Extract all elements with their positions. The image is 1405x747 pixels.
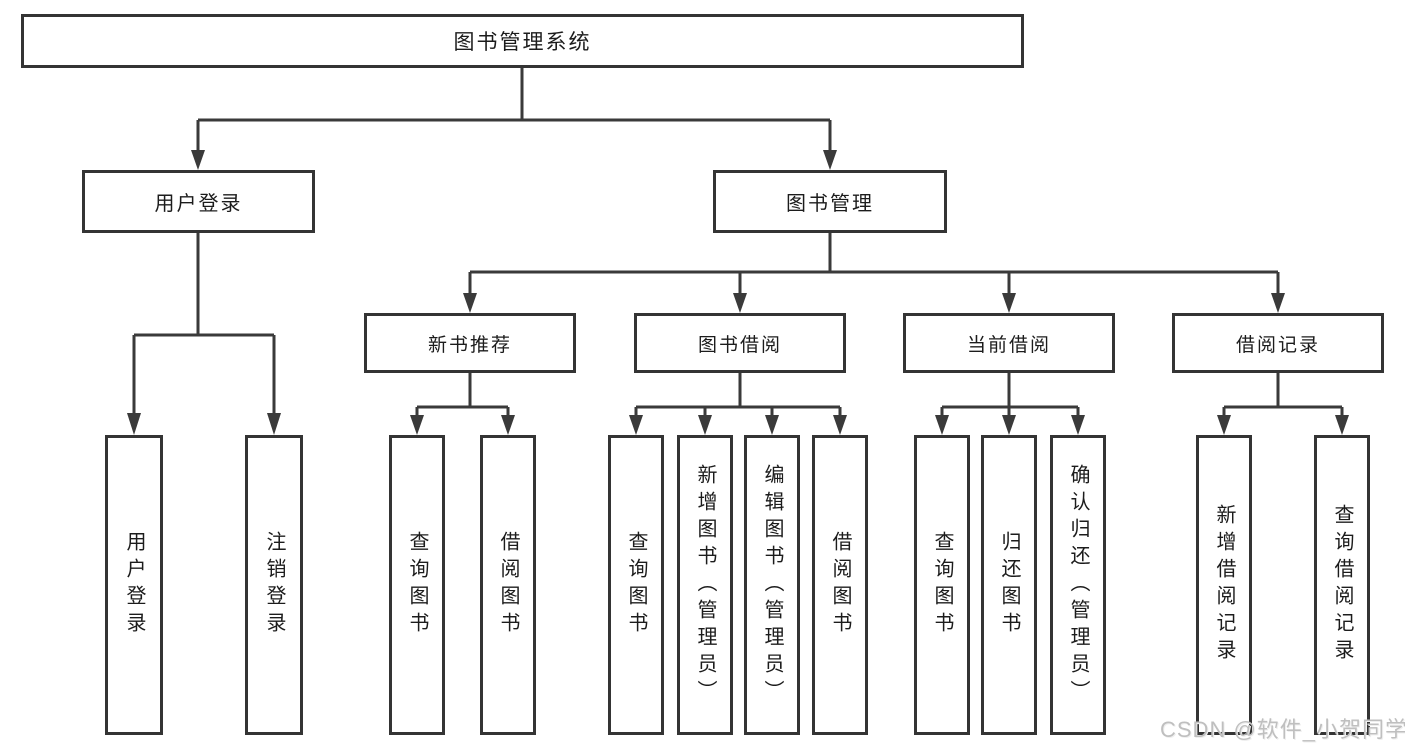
leaf-borrow-book-1: 借阅图书: [480, 435, 536, 735]
node-book-borrow: 图书借阅: [634, 313, 846, 373]
leaf-label: 新增借阅记录: [1213, 504, 1235, 666]
leaf-query-book-3: 查询图书: [914, 435, 970, 735]
connector-current-borrow-to-leaves: [935, 373, 1085, 435]
leaf-label: 查询图书: [625, 531, 647, 639]
node-label: 当前借阅: [966, 334, 1051, 356]
leaf-query-book-1: 查询图书: [389, 435, 445, 735]
leaf-query-borrow-record: 查询借阅记录: [1314, 435, 1370, 735]
leaf-add-borrow-record: 新增借阅记录: [1196, 435, 1252, 735]
leaf-label: 查询图书: [931, 531, 953, 639]
node-user-login-branch: 用户登录: [82, 170, 315, 233]
leaf-label: 确认归还（管理员）: [1067, 463, 1089, 707]
csdn-watermark: CSDN @软件_小贺同学: [1160, 717, 1405, 742]
leaf-user-login: 用户登录: [105, 435, 163, 735]
node-book-management-branch: 图书管理: [713, 170, 947, 233]
leaf-label: 借阅图书: [497, 531, 519, 639]
node-label: 图书管理: [786, 193, 874, 215]
node-library-management-system: 图书管理系统: [21, 14, 1024, 68]
leaf-return-book: 归还图书: [981, 435, 1037, 735]
leaf-logout: 注销登录: [245, 435, 303, 735]
connector-book-management-to-level3: [463, 233, 1285, 313]
connector-root-to-level2: [191, 68, 837, 170]
connector-book-borrow-to-leaves: [629, 373, 847, 435]
node-current-borrow: 当前借阅: [903, 313, 1115, 373]
leaf-label: 查询借阅记录: [1331, 504, 1353, 666]
leaf-confirm-return-admin: 确认归还（管理员）: [1050, 435, 1106, 735]
leaf-label: 编辑图书（管理员）: [761, 463, 783, 707]
leaf-label: 用户登录: [123, 531, 145, 639]
leaf-edit-book-admin: 编辑图书（管理员）: [744, 435, 800, 735]
connector-borrow-record-to-leaves: [1217, 373, 1349, 435]
node-label: 图书管理系统: [453, 31, 592, 54]
node-borrow-record: 借阅记录: [1172, 313, 1384, 373]
node-new-book-recommend: 新书推荐: [364, 313, 576, 373]
node-label: 新书推荐: [427, 334, 512, 356]
node-label: 借阅记录: [1235, 334, 1320, 356]
leaf-label: 新增图书（管理员）: [694, 463, 716, 707]
leaf-label: 借阅图书: [829, 531, 851, 639]
connector-new-book-to-leaves: [410, 373, 515, 435]
leaf-borrow-book-2: 借阅图书: [812, 435, 868, 735]
leaf-query-book-2: 查询图书: [608, 435, 664, 735]
leaf-label: 归还图书: [998, 531, 1020, 639]
connector-user-login-to-leaves: [127, 233, 281, 435]
leaf-label: 查询图书: [406, 531, 428, 639]
leaf-add-book-admin: 新增图书（管理员）: [677, 435, 733, 735]
leaf-label: 注销登录: [263, 531, 285, 639]
node-label: 用户登录: [154, 193, 243, 215]
node-label: 图书借阅: [697, 334, 782, 356]
